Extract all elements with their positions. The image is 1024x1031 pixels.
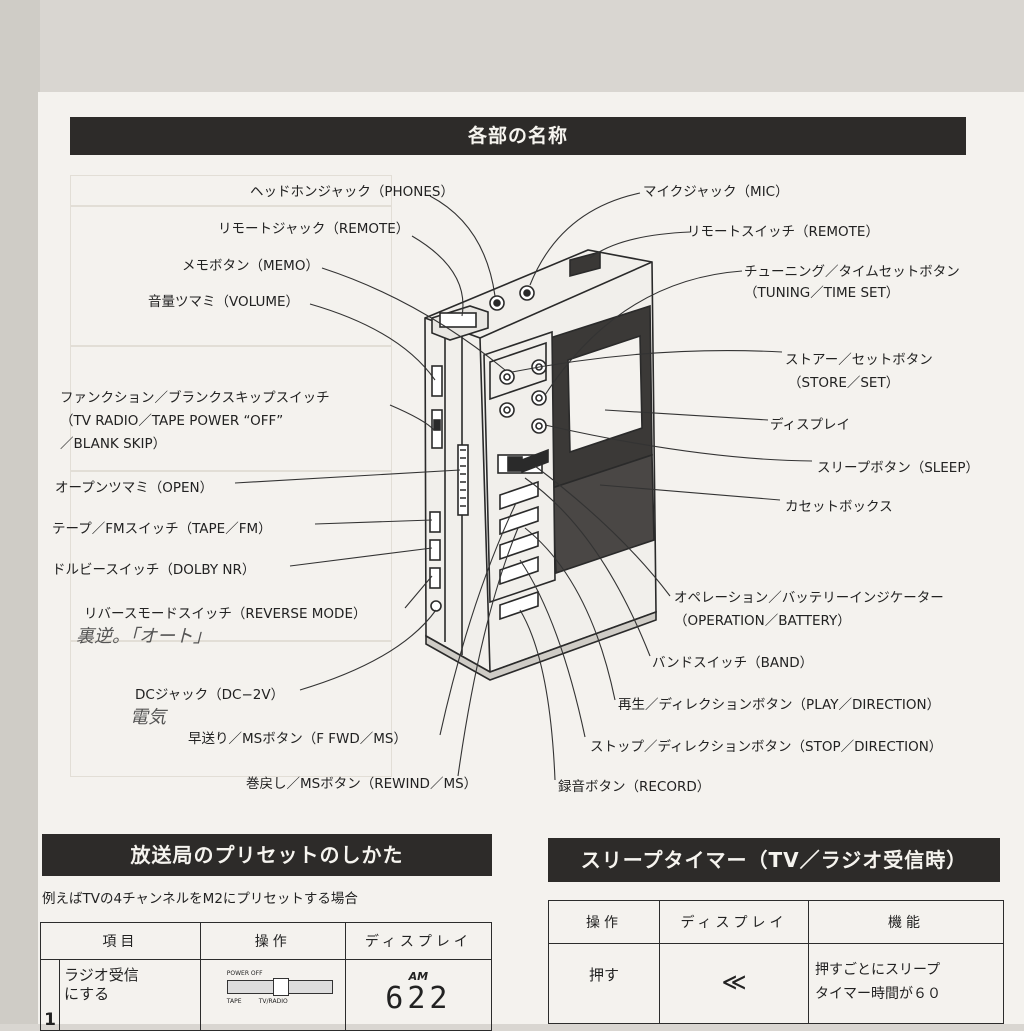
label-tuning-line1: チューニング／タイムセットボタン <box>744 264 960 280</box>
label-remote-switch: リモートスイッチ（REMOTE） <box>687 224 879 240</box>
table-header: 機能 <box>808 900 1004 944</box>
label-open: オープンツマミ（OPEN） <box>55 480 214 496</box>
table-header: 操作 <box>199 922 346 960</box>
row-item-line1: ラジオ受信 <box>64 966 139 984</box>
table-header: ディスプレイ <box>344 922 493 960</box>
label-tape-fm: テープ／FMスイッチ（TAPE／FM） <box>52 521 272 537</box>
label-display: ディスプレイ <box>770 417 851 433</box>
label-function-line2: （TV RADIO／TAPE POWER “OFF” <box>60 413 284 429</box>
show-through-table <box>70 175 392 777</box>
label-phones: ヘッドホンジャック（PHONES） <box>250 184 454 200</box>
label-memo: メモボタン（MEMO） <box>182 258 319 274</box>
label-dc-jack: DCジャック（DC−2V） <box>135 687 285 703</box>
label-play: 再生／ディレクションボタン（PLAY／DIRECTION） <box>618 697 941 713</box>
table-header: ディスプレイ <box>659 900 809 944</box>
row-operation: POWER OFF TAPE TV/RADIO <box>199 959 346 1031</box>
label-dolby: ドルビースイッチ（DOLBY NR） <box>52 562 256 578</box>
switch-label-tape: TAPE <box>226 998 242 1005</box>
label-rewind: 巻戻し／MSボタン（REWIND／MS） <box>246 776 478 792</box>
display-band-label: AM <box>408 970 429 983</box>
cassette-player-drawing <box>424 249 657 681</box>
background-surface <box>0 0 40 1024</box>
sleep-function: 押すごとにスリープ タイマー時間が６０ <box>808 943 1004 1024</box>
label-function-line1: ファンクション／ブランクスキップスイッチ <box>60 390 330 406</box>
label-sleep: スリープボタン（SLEEP） <box>817 460 979 476</box>
label-tuning-line2: （TUNING／TIME SET） <box>744 285 900 301</box>
label-operation-line1: オペレーション／バッテリーインジケーター <box>674 590 944 606</box>
handwritten-note: 裏逆。「オート」 <box>76 626 211 647</box>
label-record: 録音ボタン（RECORD） <box>558 779 711 795</box>
label-ffwd: 早送り／MSボタン（F FWD／MS） <box>188 731 407 747</box>
label-store-line1: ストアー／セットボタン <box>785 352 933 368</box>
label-function-line3: ／BLANK SKIP） <box>60 436 167 452</box>
label-cassette: カセットボックス <box>785 499 893 515</box>
display-frequency: 622 <box>385 981 452 1016</box>
show-through-line <box>70 345 392 347</box>
row-item-line2: にする <box>64 985 110 1003</box>
label-operation-line2: （OPERATION／BATTERY） <box>674 613 851 629</box>
page-title: 各部の名称 <box>70 117 966 155</box>
label-remote-jack: リモートジャック（REMOTE） <box>218 221 410 237</box>
sleep-function-line1: 押すごとにスリープ <box>815 962 941 978</box>
handwritten-note: 電気 <box>130 707 166 728</box>
preset-note: 例えばTVの4チャンネルをM2にプリセットする場合 <box>42 891 358 907</box>
table-row: 押す ≪ 押すごとにスリープ タイマー時間が６０ <box>548 943 1004 1024</box>
table-header-row: 操作 ディスプレイ 機能 <box>548 900 1004 944</box>
label-store-line2: （STORE／SET） <box>788 375 900 391</box>
label-volume: 音量ツマミ（VOLUME） <box>148 294 300 310</box>
table-row: 1 ラジオ受信 にする POWER OFF TAPE TV/RADIO AM 6… <box>40 959 493 1031</box>
leader-lines <box>234 192 813 781</box>
show-through-line <box>70 470 392 472</box>
sleep-function-line2: タイマー時間が６０ <box>815 986 941 1002</box>
table-header: 項目 <box>40 922 201 960</box>
switch-label-tv-radio: TV/RADIO <box>258 998 288 1005</box>
table-header: 操作 <box>548 900 660 944</box>
switch-illustration: POWER OFF TAPE TV/RADIO <box>201 960 345 1030</box>
row-number: 1 <box>40 959 60 1031</box>
row-display: AM 622 <box>344 959 493 1031</box>
preset-section-title: 放送局のプリセットのしかた <box>42 834 492 876</box>
sleep-table: 操作 ディスプレイ 機能 押す ≪ 押すごとにスリープ タイマー時間が６０ <box>548 900 1004 1024</box>
sleep-display: ≪ <box>659 943 809 1024</box>
show-through-line <box>70 205 392 207</box>
show-through-line <box>70 640 392 642</box>
label-mic: マイクジャック（MIC） <box>643 184 789 200</box>
label-stop: ストップ／ディレクションボタン（STOP／DIRECTION） <box>590 739 943 755</box>
sleep-section-title: スリープタイマー（TV／ラジオ受信時） <box>548 838 1000 882</box>
switch-label-power-off: POWER OFF <box>226 970 263 977</box>
label-band: バンドスイッチ（BAND） <box>652 655 814 671</box>
table-header-row: 項目 操作 ディスプレイ <box>40 922 493 960</box>
row-item: ラジオ受信 にする <box>59 959 201 1031</box>
sleep-operation: 押す <box>548 943 660 1024</box>
switch-knob <box>272 978 289 996</box>
preset-table: 項目 操作 ディスプレイ 1 ラジオ受信 にする POWER OFF TAPE … <box>40 922 493 1031</box>
label-reverse: リバースモードスイッチ（REVERSE MODE） <box>84 606 367 622</box>
